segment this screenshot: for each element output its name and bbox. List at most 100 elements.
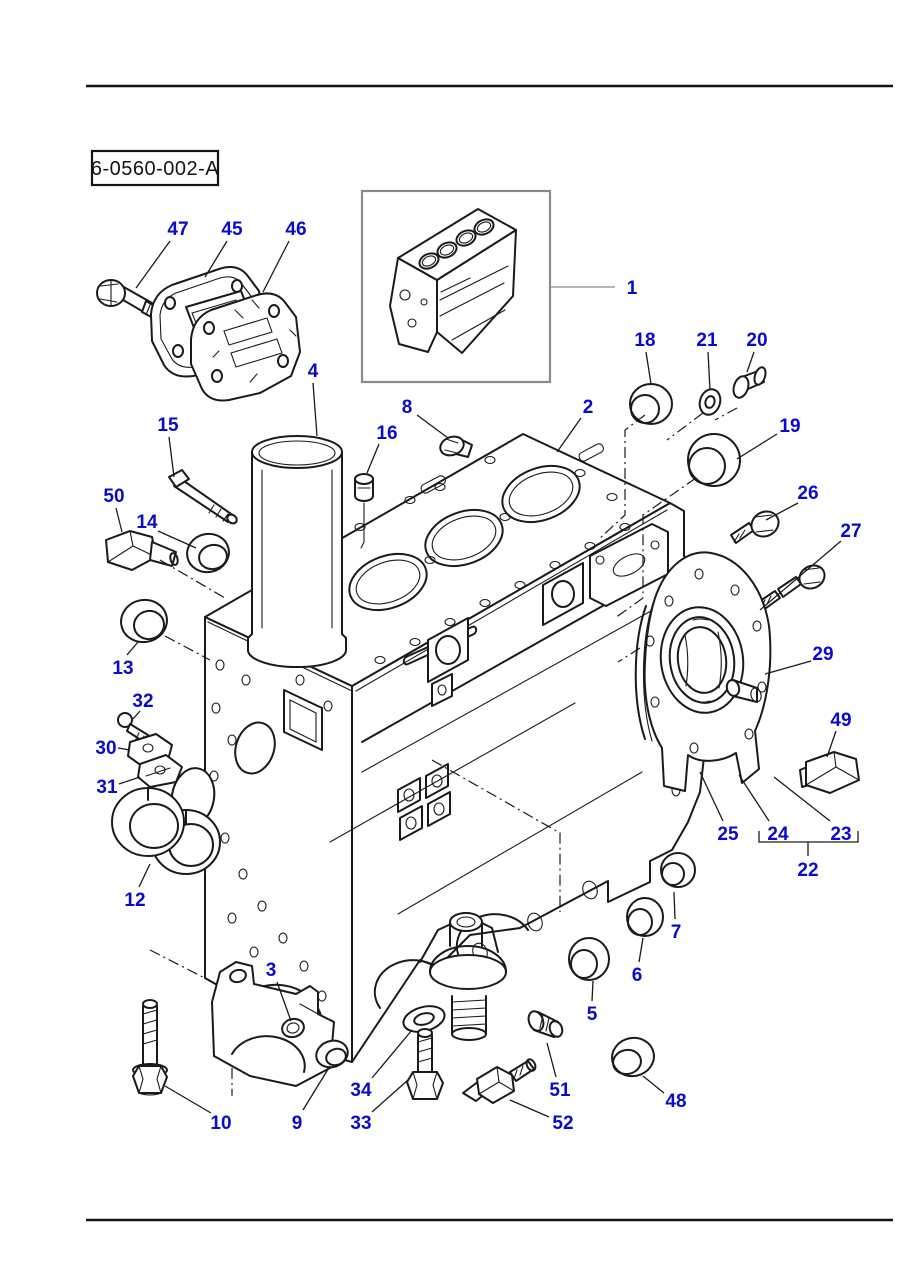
callout-13: 13: [112, 658, 133, 679]
part-34-washer: [402, 1005, 446, 1033]
part-14-cup-plug: [186, 532, 230, 574]
part-33-bolt: [406, 1028, 444, 1100]
callout-50: 50: [103, 486, 124, 507]
callout-4: 4: [308, 361, 319, 382]
callout-46: 46: [285, 219, 306, 240]
callout-27: 27: [840, 521, 861, 542]
axis-lines-right: [597, 407, 738, 619]
leader-26: [765, 502, 799, 521]
part-19-cup-plug: [687, 433, 741, 487]
oil-filter-adapter: [419, 912, 507, 1041]
leader-3: [276, 981, 292, 1022]
callout-3: 3: [266, 960, 277, 981]
part-8-plug: [439, 435, 473, 458]
part-21-washer: [698, 388, 722, 416]
callout-19: 19: [779, 416, 800, 437]
leader-34: [371, 1029, 413, 1079]
leader-45: [204, 240, 228, 278]
callout-45: 45: [221, 219, 243, 240]
cylinder-liner: [247, 435, 347, 668]
leader-33: [371, 1079, 409, 1113]
callout-7: 7: [671, 922, 682, 943]
callout-16: 16: [376, 423, 397, 444]
callout-31: 31: [96, 777, 118, 798]
part-48-cup-plug: [611, 1036, 655, 1078]
leader-50: [115, 507, 123, 533]
leader-19: [736, 433, 778, 460]
leader-9: [302, 1065, 331, 1111]
callout-26: 26: [797, 483, 818, 504]
leader-10: [164, 1085, 212, 1114]
cylinder-bores: [348, 464, 581, 612]
leader-23: [773, 776, 831, 822]
callout-20: 20: [746, 330, 767, 351]
leader-25: [699, 771, 724, 822]
leader-29: [764, 660, 812, 675]
leader-7: [673, 891, 676, 920]
part-46-gasket: [190, 292, 301, 402]
leader-14: [157, 530, 197, 549]
part-15-stud: [168, 469, 238, 525]
part-50-plug: [105, 530, 179, 571]
leader-13: [126, 641, 139, 656]
part-3-bearing-cap: [211, 961, 335, 1087]
leader-2: [556, 417, 582, 453]
leader-21: [707, 351, 711, 391]
leader-20: [746, 351, 755, 373]
leader-46: [262, 240, 290, 293]
callout-22: 22: [797, 860, 818, 881]
callout-51: 51: [549, 1080, 571, 1101]
callout-6: 6: [632, 965, 643, 986]
callout-9: 9: [292, 1113, 303, 1134]
callout-18: 18: [634, 330, 655, 351]
leader-52: [509, 1099, 550, 1118]
leader-8: [416, 414, 449, 439]
callout-2: 2: [583, 397, 594, 418]
leader-15: [168, 436, 175, 478]
part-13-cup-plug: [120, 598, 168, 644]
callout-1: 1: [627, 278, 638, 299]
leader-48: [642, 1075, 665, 1094]
callout-15: 15: [157, 415, 179, 436]
leader-16: [366, 443, 380, 474]
part-29-dowel: [725, 679, 762, 703]
callout-34: 34: [350, 1080, 372, 1101]
callout-24: 24: [767, 824, 789, 845]
part-49-plug: [799, 751, 860, 794]
leader-4: [312, 382, 318, 437]
part-26-bolt: [730, 510, 780, 544]
inset-assembly-figure: [360, 189, 552, 384]
leader-30: [117, 747, 131, 751]
part-52-sensor: [462, 1058, 537, 1104]
leader-49: [826, 730, 837, 758]
callout-12: 12: [124, 890, 145, 911]
callout-30: 30: [95, 738, 116, 759]
leader-31: [118, 776, 141, 785]
leader-27: [759, 540, 842, 611]
callout-52: 52: [552, 1113, 573, 1134]
leader-24: [738, 774, 770, 822]
leader-6: [638, 937, 644, 963]
callout-14: 14: [136, 512, 158, 533]
callout-29: 29: [812, 644, 833, 665]
callout-21: 21: [696, 330, 718, 351]
group-bracket-22: [758, 831, 859, 856]
part-6-cup-plug: [626, 897, 664, 937]
callout-10: 10: [210, 1113, 231, 1134]
callout-23: 23: [830, 824, 851, 845]
leader-18: [645, 351, 652, 385]
leader-51: [546, 1042, 557, 1078]
mini-block-drawing: [389, 208, 517, 354]
part-16-plug: [354, 473, 374, 549]
callout-33: 33: [350, 1113, 371, 1134]
leader-32: [132, 710, 141, 720]
side-face-details: [329, 523, 685, 1009]
callout-47: 47: [167, 219, 188, 240]
seal-retainer-plate: [617, 551, 772, 792]
leader-5: [591, 980, 594, 1002]
callout-48: 48: [665, 1091, 686, 1112]
leader-47: [135, 240, 171, 289]
callout-49: 49: [830, 710, 851, 731]
